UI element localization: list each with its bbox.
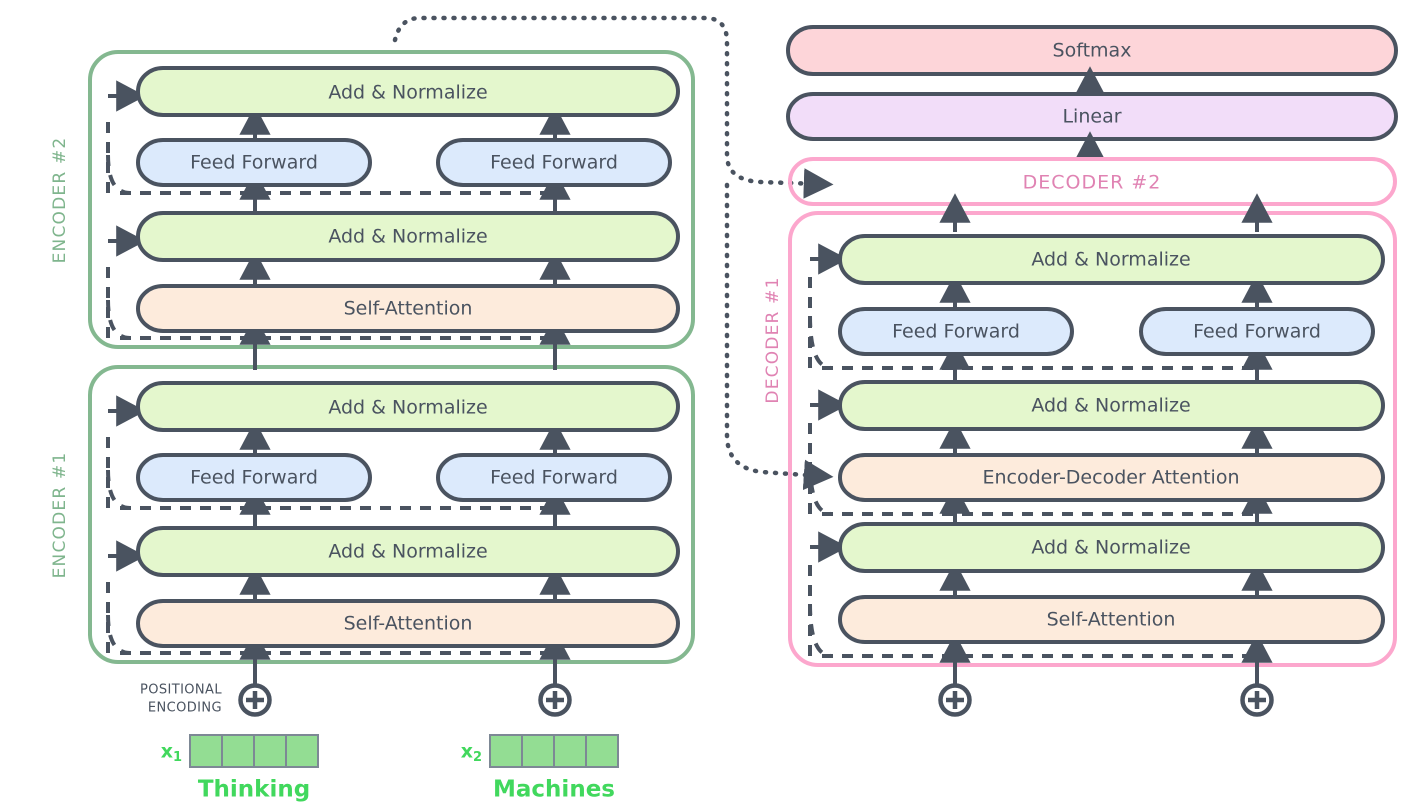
dec-feed-forward-col2[interactable]: Feed Forward xyxy=(1139,307,1375,356)
enc1-feed-forward-col2[interactable]: Feed Forward xyxy=(436,453,672,502)
enc1-self-attention-label: Self-Attention xyxy=(344,613,473,635)
softmax-block[interactable]: Softmax xyxy=(786,25,1398,76)
token-word-x1: Thinking xyxy=(198,777,310,803)
encoder-1-container xyxy=(88,365,695,664)
encoder-to-decoder2-connector xyxy=(392,15,834,199)
decoder-2-container[interactable]: DECODER #2 xyxy=(788,157,1397,206)
enc2-feed-forward-col1-label: Feed Forward xyxy=(190,152,318,174)
encoder2-elbow-upper xyxy=(106,154,131,195)
enc1-self-attention[interactable]: Self-Attention xyxy=(136,599,680,648)
enc2-add-norm-bottom[interactable]: Add & Normalize xyxy=(136,211,680,262)
enc1-add-norm-top[interactable]: Add & Normalize xyxy=(136,381,680,432)
dec-feed-forward-col1-label: Feed Forward xyxy=(892,321,1020,343)
dec-feed-forward-col2-label: Feed Forward xyxy=(1193,321,1321,343)
dec-add-norm-middle[interactable]: Add & Normalize xyxy=(838,380,1385,431)
token-var-x1: x1 xyxy=(161,741,182,765)
token-word-x2: Machines xyxy=(493,777,615,803)
dec-add-norm-top[interactable]: Add & Normalize xyxy=(838,234,1385,285)
token-embedding-x2 xyxy=(489,734,619,768)
enc2-self-attention[interactable]: Self-Attention xyxy=(136,284,680,333)
decoder-2-label: DECODER #2 xyxy=(1023,172,1162,194)
linear-label: Linear xyxy=(1062,106,1121,128)
enc1-add-norm-top-label: Add & Normalize xyxy=(328,397,487,419)
dec-encoder-decoder-attention[interactable]: Encoder-Decoder Attention xyxy=(838,453,1385,502)
dec-residual-2-elbow xyxy=(808,461,833,516)
decoder-1-container xyxy=(788,211,1397,667)
dec-self-attention-label: Self-Attention xyxy=(1047,609,1176,631)
encoder-2-label: ENCODER #2 xyxy=(50,137,70,264)
plus-circle-icon-x1 xyxy=(238,683,272,717)
plus-circle-icon-dec1 xyxy=(938,683,972,717)
enc1-feed-forward-col1[interactable]: Feed Forward xyxy=(136,453,372,502)
dec-add-norm-bottom[interactable]: Add & Normalize xyxy=(838,522,1385,573)
dec-encoder-decoder-attention-label: Encoder-Decoder Attention xyxy=(982,467,1239,489)
dec-add-norm-top-label: Add & Normalize xyxy=(1031,249,1190,271)
dec-add-norm-middle-label: Add & Normalize xyxy=(1031,395,1190,417)
positional-encoding-label-line1: POSITIONAL xyxy=(140,683,222,698)
encoder-to-decoder1-connector xyxy=(724,182,834,491)
encoder2-elbow-lower xyxy=(106,299,131,340)
encoder-2-container xyxy=(88,50,695,349)
enc1-feed-forward-col2-label: Feed Forward xyxy=(490,467,618,489)
enc1-add-norm-bottom[interactable]: Add & Normalize xyxy=(136,526,680,577)
softmax-label: Softmax xyxy=(1053,40,1132,62)
enc2-self-attention-label: Self-Attention xyxy=(344,298,473,320)
plus-circle-icon-dec2 xyxy=(1240,683,1274,717)
enc2-add-norm-top[interactable]: Add & Normalize xyxy=(136,66,680,117)
dec-feed-forward-col1[interactable]: Feed Forward xyxy=(838,307,1074,356)
linear-block[interactable]: Linear xyxy=(786,92,1398,141)
dec-self-attention[interactable]: Self-Attention xyxy=(838,595,1385,644)
enc2-feed-forward-col1[interactable]: Feed Forward xyxy=(136,138,372,187)
enc2-feed-forward-col2-label: Feed Forward xyxy=(490,152,618,174)
enc1-feed-forward-col1-label: Feed Forward xyxy=(190,467,318,489)
dec-residual-1-elbow xyxy=(808,603,833,658)
encoder1-elbow-upper xyxy=(106,469,131,510)
dec-add-norm-bottom-label: Add & Normalize xyxy=(1031,537,1190,559)
dec-residual-3-elbow xyxy=(808,315,833,370)
enc2-add-norm-top-label: Add & Normalize xyxy=(328,82,487,104)
enc1-add-norm-bottom-label: Add & Normalize xyxy=(328,541,487,563)
enc2-add-norm-bottom-label: Add & Normalize xyxy=(328,226,487,248)
token-var-x2: x2 xyxy=(461,741,482,765)
token-embedding-x1 xyxy=(189,734,319,768)
positional-encoding-label-line2: ENCODING xyxy=(148,701,222,716)
decoder-1-label: DECODER #1 xyxy=(763,276,783,403)
enc2-feed-forward-col2[interactable]: Feed Forward xyxy=(436,138,672,187)
encoder1-elbow-lower xyxy=(106,614,131,655)
encoder-1-label: ENCODER #1 xyxy=(50,452,70,579)
plus-circle-icon-x2 xyxy=(538,683,572,717)
